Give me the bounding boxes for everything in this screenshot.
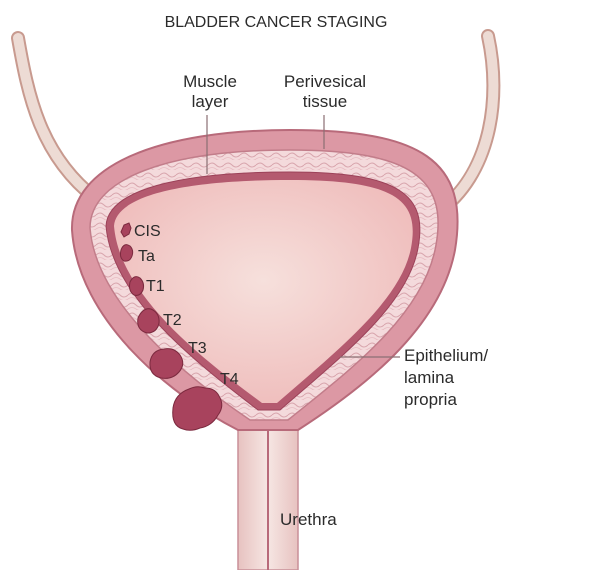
label-muscle-line1: Muscle: [183, 72, 237, 91]
stage-label-cis: CIS: [134, 223, 161, 240]
label-perivesical-line2: tissue: [303, 92, 347, 111]
label-epithelium-line1: Epithelium/: [404, 346, 488, 365]
stage-label-t1: T1: [146, 278, 165, 295]
tumor-t2: [137, 308, 160, 334]
tumor-ta: [119, 244, 134, 262]
stage-label-t2: T2: [163, 312, 182, 329]
stage-label-t3: T3: [188, 340, 207, 357]
stage-label-t4: T4: [220, 371, 239, 388]
label-muscle-line2: layer: [192, 92, 229, 111]
tumor-t3: [149, 348, 184, 379]
tumor-t4: [172, 386, 223, 431]
bladder-lumen: [114, 180, 413, 403]
tumor-cis: [120, 222, 132, 238]
label-urethra: Urethra: [280, 510, 337, 529]
label-epithelium-line3: propria: [404, 390, 457, 409]
tumor-t1: [129, 276, 145, 296]
stage-label-ta: Ta: [138, 248, 155, 265]
page-title: BLADDER CANCER STAGING: [165, 14, 388, 31]
left-ureter: [11, 31, 102, 205]
label-perivesical-line1: Perivesical: [284, 72, 366, 91]
label-epithelium-line2: lamina: [404, 368, 455, 387]
